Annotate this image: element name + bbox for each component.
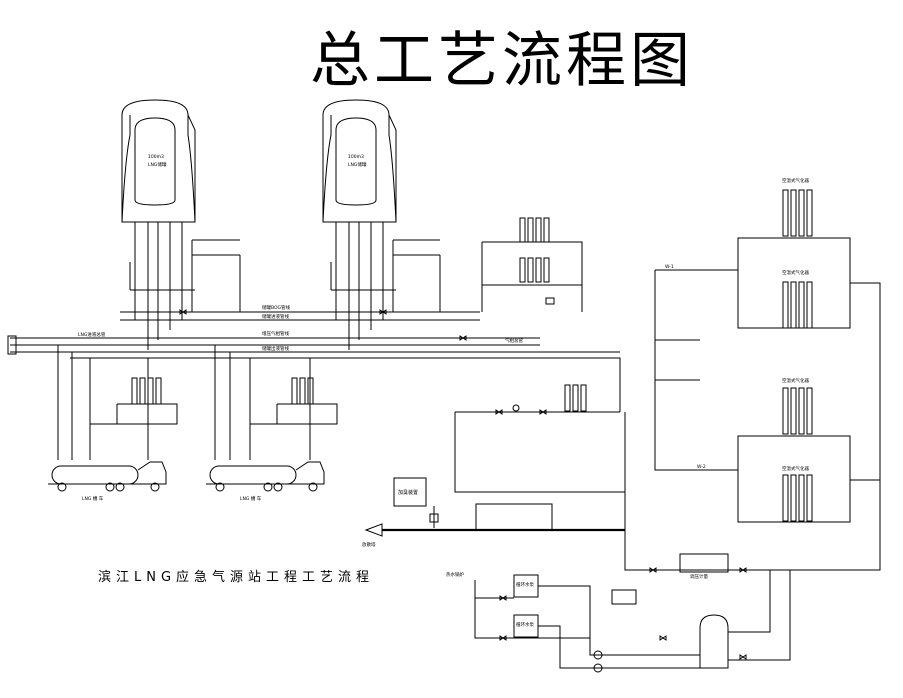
vaporizer-bank-bottom: 空温式气化器 空温式气化器 W-1 W-2 <box>665 264 851 523</box>
bog-heater <box>481 217 583 312</box>
tank-2-name: LNG储罐 <box>348 161 367 168</box>
odorizer-label: 加臭装置 <box>398 489 418 496</box>
vaporizer-bottom-label: 空温式气化器 <box>782 377 809 384</box>
vaporizer-bank-top: 空温式气化器 空温式气化器 <box>737 177 851 329</box>
flow-station: 调压计量 <box>679 553 729 580</box>
outlet-label: 放散塔 <box>362 541 376 548</box>
valve-marks <box>179 309 747 660</box>
truck-1-label: LNG 槽 车 <box>82 495 104 502</box>
lng-truck-1: LNG 槽 车 <box>48 461 167 502</box>
page-title: 总工艺流程图 <box>310 26 694 96</box>
lng-tank-2: 100m3 LNG储罐 <box>322 99 397 223</box>
lng-tank-1: 100m3 LNG储罐 <box>121 99 196 223</box>
main-headers: 储罐BOG管线 储罐进液管线 增压气相管线 储罐出液管线 气相总管 LNG进液总… <box>7 304 620 359</box>
diagram-caption: 滨江LNG应急气源站工程工艺流程 <box>98 570 375 585</box>
gas-return-label: 增压气相管线 <box>262 330 289 337</box>
vaporizer-bottom2-label: 空温式气化器 <box>782 465 809 472</box>
boiler-label: 热水锅炉 <box>446 571 464 578</box>
tank-1-name: LNG储罐 <box>148 161 167 168</box>
output-piping <box>624 282 881 571</box>
tank-2-capacity: 100m3 <box>348 154 364 160</box>
header-label: LNG进液总管 <box>78 331 106 338</box>
tank-1-capacity: 100m3 <box>148 154 164 160</box>
vaporizer-top-label: 空温式气化器 <box>782 177 809 184</box>
marker-w2: W-2 <box>697 464 706 470</box>
vaporizer-top2-label: 空温式气化器 <box>782 269 809 276</box>
unloading-station-1 <box>57 345 178 460</box>
odorizer-unit: 加臭装置 放散塔 <box>362 477 625 548</box>
pump1-label: 循环水泵 <box>516 581 534 588</box>
hot-water-system: 循环水泵 循环水泵 热水锅炉 <box>446 570 791 673</box>
liquid-in-label: 储罐进液管线 <box>262 313 289 320</box>
right-piping <box>560 269 738 471</box>
pump2-label: 循环水泵 <box>516 621 534 628</box>
liquid-out-label: 储罐出液管线 <box>262 345 289 352</box>
bog-line-label: 储罐BOG管线 <box>262 304 291 311</box>
marker-w1: W-1 <box>665 264 674 270</box>
main-gas-label: 气相总管 <box>505 337 523 344</box>
flow-label: 调压计量 <box>690 573 708 580</box>
truck-2-label: LNG 槽 车 <box>240 495 262 502</box>
lng-truck-2: LNG 槽 车 <box>206 461 325 502</box>
tank-2-piping <box>330 222 441 350</box>
unloading-station-2 <box>214 345 338 460</box>
tank-1-piping <box>129 222 241 350</box>
